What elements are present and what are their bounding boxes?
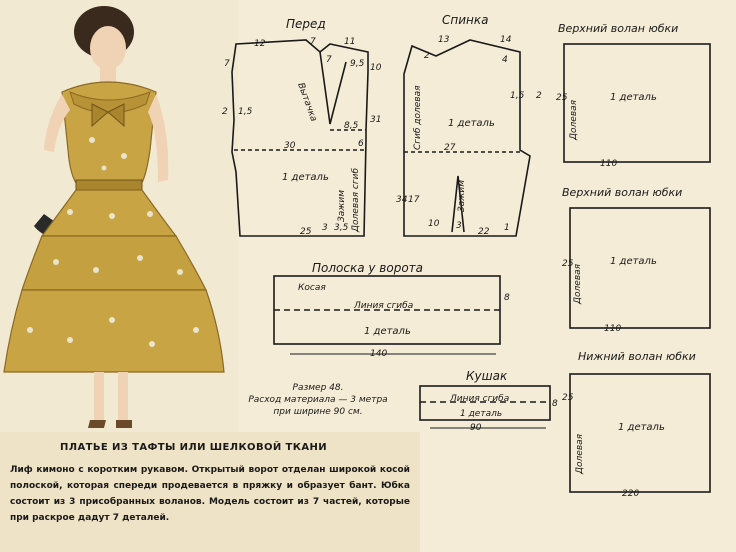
collar-strip-height: 8 xyxy=(504,293,510,303)
skirt-tier-bottom xyxy=(3,289,225,373)
size-note-width: при ширине 90 см. xyxy=(273,407,363,417)
size-note-size: Размер 48. xyxy=(292,383,344,393)
front-dart xyxy=(319,51,347,125)
back-fold-label: Сгиб долевая xyxy=(413,85,423,150)
upper-flounce-1-height: 25 xyxy=(556,93,568,103)
dress-illustration xyxy=(0,0,238,432)
sash-outline xyxy=(419,385,551,421)
collar-strip-fold-label: Линия сгиба xyxy=(353,301,413,311)
lower-flounce-height: 25 xyxy=(562,393,574,403)
upper-flounce-2-part: 1 деталь xyxy=(610,256,657,267)
collar-strip-part: 1 деталь xyxy=(364,326,411,337)
lower-flounce-width: 220 xyxy=(622,489,639,499)
collar-strip-title: Полоска у ворота xyxy=(312,261,423,275)
size-note-consumption: Расход материала — 3 метра xyxy=(248,395,388,405)
left-leg-shape xyxy=(94,372,104,420)
front-m-armhole-a: 9,5 xyxy=(350,59,365,69)
back-gather-label: Зажим xyxy=(457,180,467,212)
front-m-shoulder-b: 11 xyxy=(344,37,355,47)
right-arm-shape xyxy=(148,94,169,182)
front-m-left-small: 1,5 xyxy=(238,107,253,117)
front-dart-label: Вытачка xyxy=(295,82,318,123)
upper-flounce-1-outline xyxy=(563,43,711,163)
caption-text: Лиф кимоно с коротким рукавом. Открытый … xyxy=(10,465,410,523)
collar-shape xyxy=(69,91,151,114)
back-m-top-right: 14 xyxy=(500,35,512,45)
back-m-bottom-a: 10 xyxy=(428,219,440,229)
front-m-top-right: 7 xyxy=(326,55,332,65)
back-part-label: 1 деталь xyxy=(448,118,495,129)
face-shape xyxy=(90,26,126,70)
front-m-right-c: 6 xyxy=(358,139,364,149)
lower-flounce-title: Нижний волан юбки xyxy=(578,350,696,363)
right-leg-shape xyxy=(118,372,128,420)
front-m-width: 30 xyxy=(284,141,296,151)
upper-flounce-2-grain: Долевая xyxy=(573,263,583,305)
sash-title: Кушак xyxy=(466,369,508,383)
back-m-bottom-b: 3 xyxy=(456,221,462,231)
collar-strip-bias: Косая xyxy=(298,283,326,293)
upper-flounce-1-width: 110 xyxy=(600,159,617,169)
sash-fold-label: Линия сгиба xyxy=(449,394,509,404)
front-title: Перед xyxy=(286,17,326,31)
back-m-left-b: 17 xyxy=(408,195,420,205)
left-arm-shape xyxy=(44,94,70,152)
front-m-armhole-b: 10 xyxy=(370,63,382,73)
neck-shape xyxy=(100,66,116,84)
front-m-right-a: 8,5 xyxy=(344,121,359,131)
back-m-bottom-d: 1 xyxy=(504,223,510,233)
front-m-bottom-b: 3 xyxy=(322,223,328,233)
front-m-left-top: 7 xyxy=(224,59,230,69)
upper-flounce-2-height: 25 xyxy=(562,259,574,269)
front-m-shoulder-a: 7 xyxy=(310,37,316,47)
caption-title: ПЛАТЬЕ ИЗ ТАФТЫ ИЛИ ШЕЛКОВОЙ ТКАНИ xyxy=(60,442,328,453)
back-m-neck-b: 2 xyxy=(424,51,430,61)
back-m-left-a: 34 xyxy=(396,195,408,205)
sash-height: 8 xyxy=(552,399,558,409)
dress-figure-drawing xyxy=(3,6,225,428)
front-m-neck: 12 xyxy=(254,39,266,49)
sash-part-label: 1 деталь xyxy=(460,409,502,419)
floral-print xyxy=(27,137,199,347)
back-piece-outline xyxy=(403,39,531,237)
upper-flounce-2-outline xyxy=(569,207,711,329)
upper-flounce-1-title: Верхний волан юбки xyxy=(558,22,678,35)
upper-flounce-2-title: Верхний волан юбки xyxy=(562,186,682,199)
lower-flounce-outline xyxy=(569,373,711,493)
upper-flounce-2-width: 110 xyxy=(604,324,621,334)
back-m-shoulder: 4 xyxy=(502,55,508,65)
back-m-bottom-c: 22 xyxy=(478,227,490,237)
back-m-width: 27 xyxy=(444,143,456,153)
measurement-ticks xyxy=(290,161,704,493)
back-title: Спинка xyxy=(442,13,488,27)
front-m-bottom-a: 25 xyxy=(300,227,312,237)
back-m-neck-a: 13 xyxy=(438,35,450,45)
caption-panel xyxy=(0,432,420,552)
front-grain-label: Долевая сгиб xyxy=(351,168,361,233)
front-part-label: 1 деталь xyxy=(282,172,329,183)
front-piece-outline xyxy=(231,39,369,237)
collar-strip-width: 140 xyxy=(370,349,387,359)
front-m-bottom-c: 3,5 xyxy=(334,223,349,233)
back-m-armhole-a: 2 xyxy=(536,91,542,101)
lower-flounce-part: 1 деталь xyxy=(618,422,665,433)
size-note: Размер 48. Расход материала — 3 метра пр… xyxy=(232,382,404,418)
back-m-armhole-b: 1,5 xyxy=(510,91,525,101)
front-gather-label: Зажим xyxy=(337,190,347,222)
upper-flounce-1-part: 1 деталь xyxy=(610,92,657,103)
upper-flounce-1-grain: Долевая xyxy=(569,99,579,141)
lower-flounce-grain: Долевая xyxy=(575,433,585,475)
sash-width: 90 xyxy=(470,423,482,433)
front-m-left-mid: 2 xyxy=(222,107,228,117)
front-m-right-b: 31 xyxy=(370,115,381,125)
shoes-shape xyxy=(88,420,132,428)
back-dart xyxy=(451,175,465,233)
bow-shape xyxy=(91,103,125,128)
